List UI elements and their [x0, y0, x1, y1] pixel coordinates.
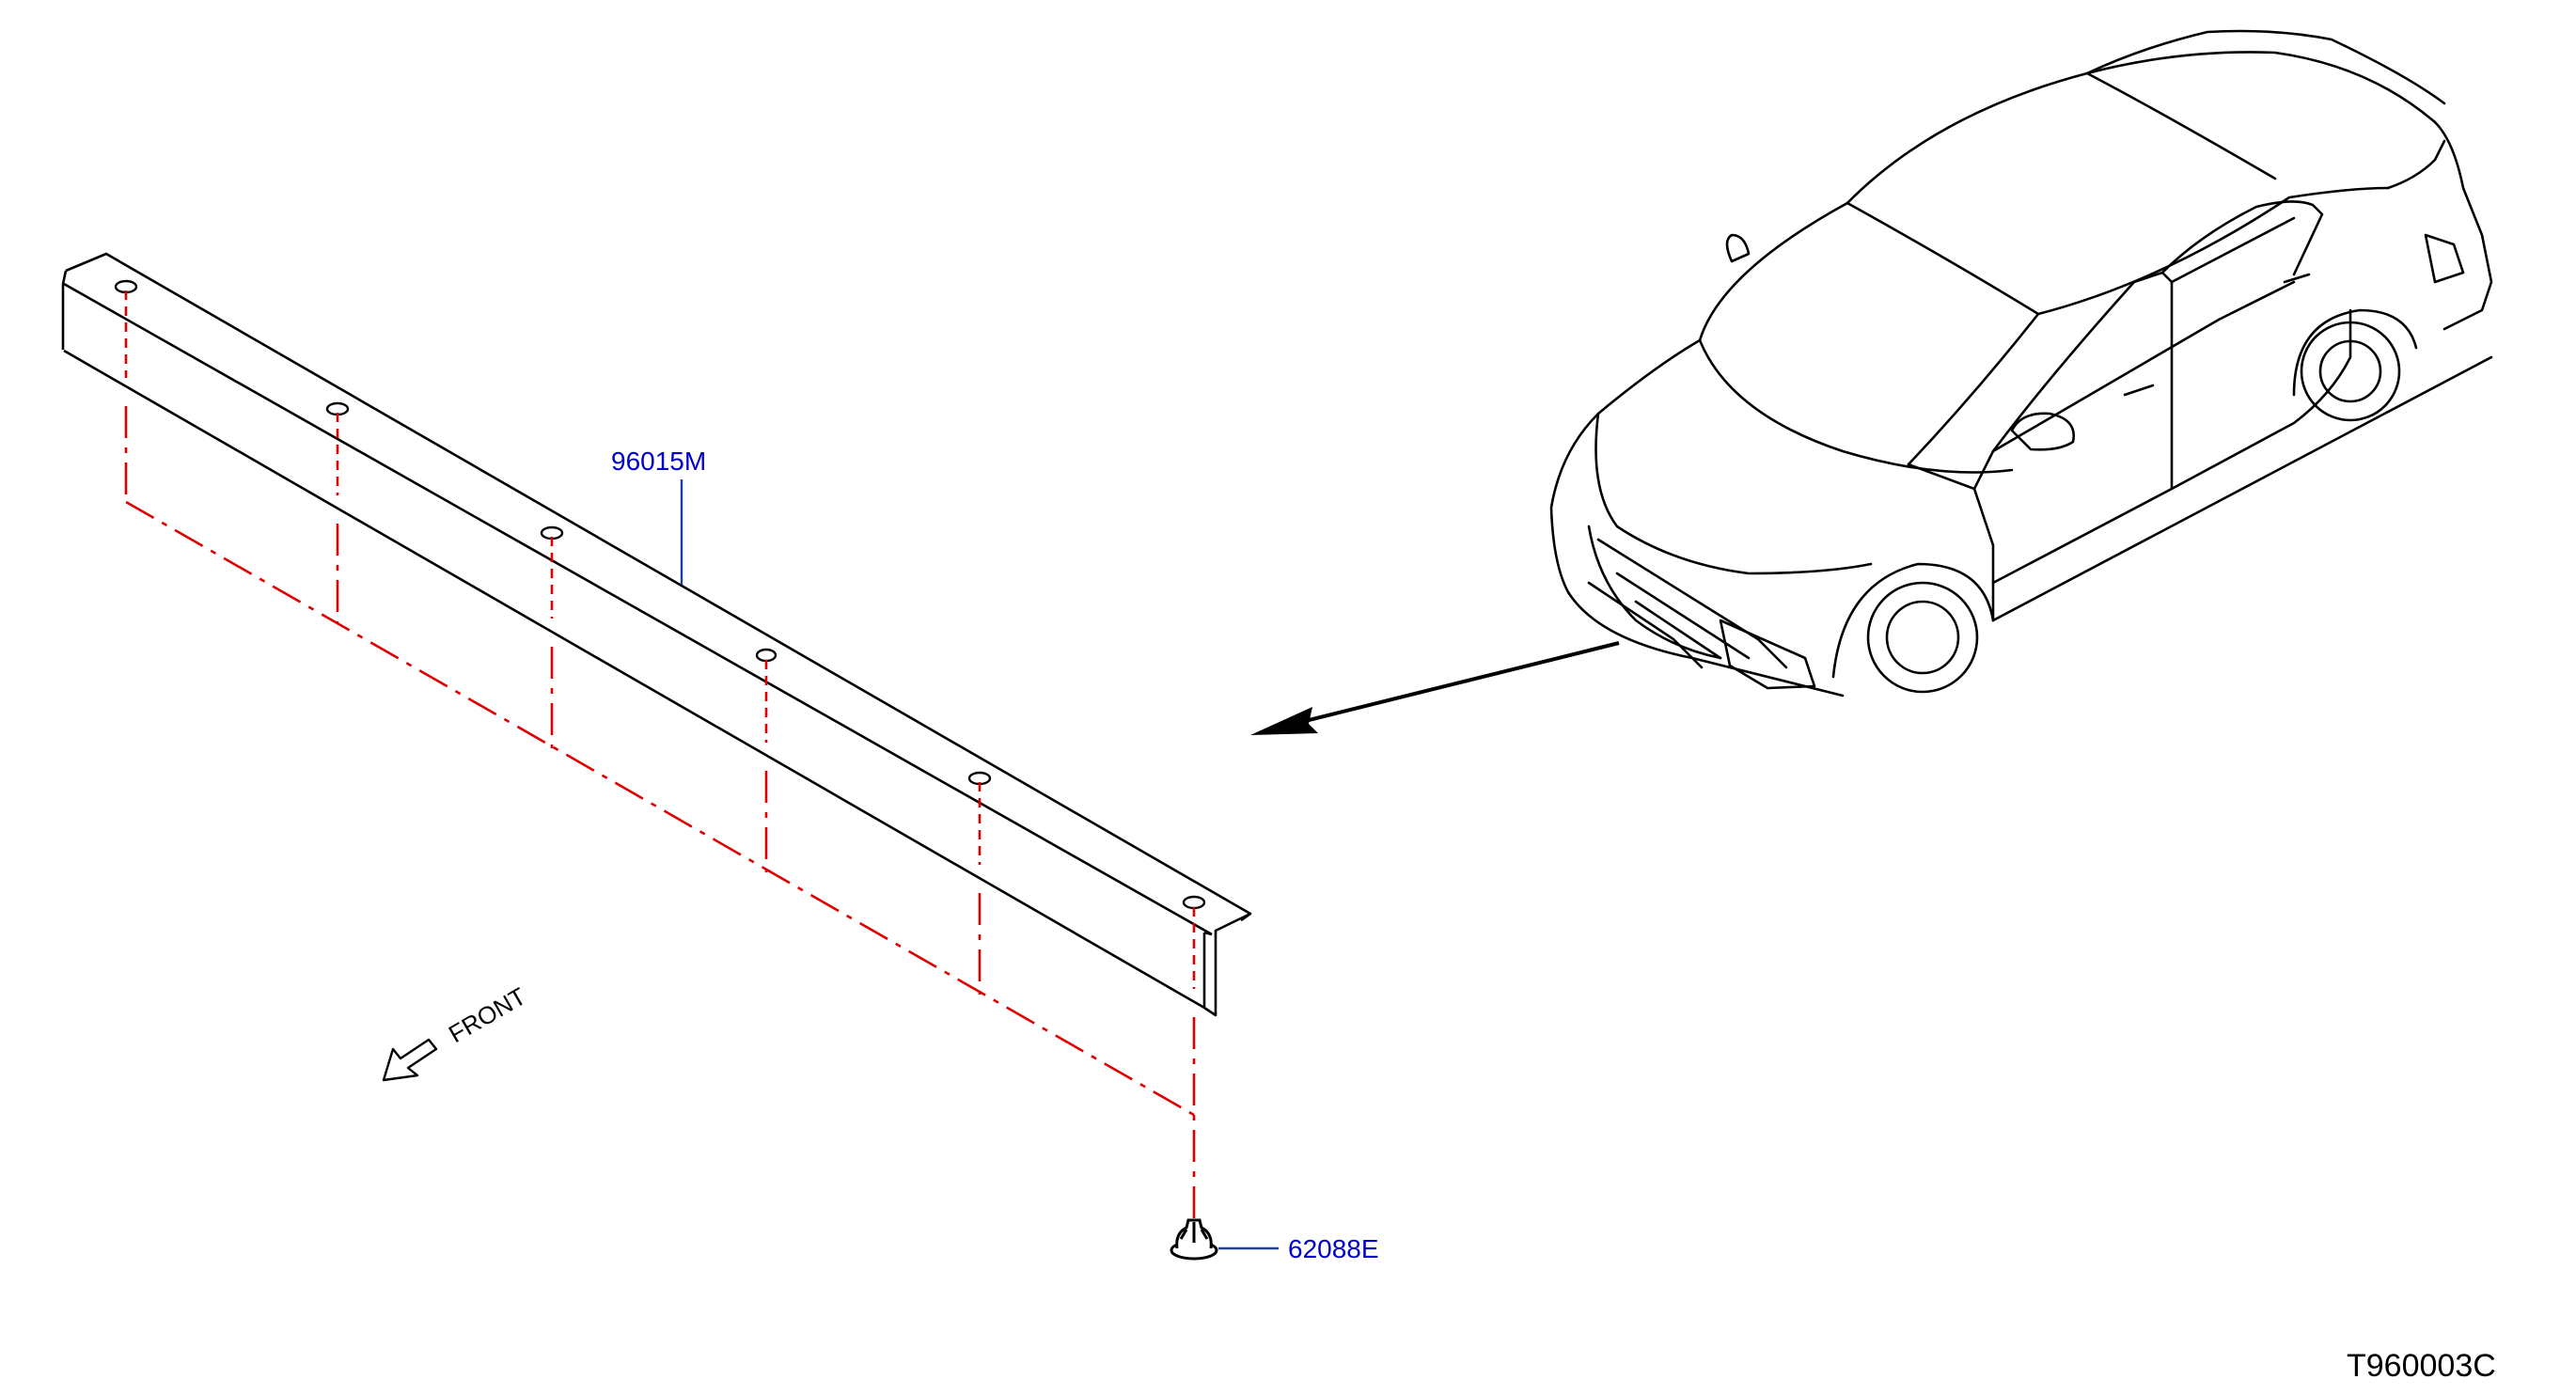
sedan-car-icon [1549, 29, 2493, 698]
leader-lines [680, 479, 1279, 1250]
mounting-hole [1182, 895, 1206, 910]
front-direction-label: FRONT [444, 981, 531, 1048]
strip-part [61, 252, 1252, 1017]
strip-mounting-holes [114, 279, 1206, 910]
part-number-strip[interactable]: 96015M [611, 447, 706, 476]
clip-icon [1170, 1218, 1218, 1261]
drawing-code: T960003C [2347, 1348, 2496, 1384]
pointer-arrow [1250, 641, 1620, 735]
part-number-clip[interactable]: 62088E [1288, 1234, 1379, 1263]
mounting-hole [755, 648, 778, 663]
front-arrow-icon [382, 1038, 438, 1082]
fastener-path-lines [124, 290, 1196, 1226]
